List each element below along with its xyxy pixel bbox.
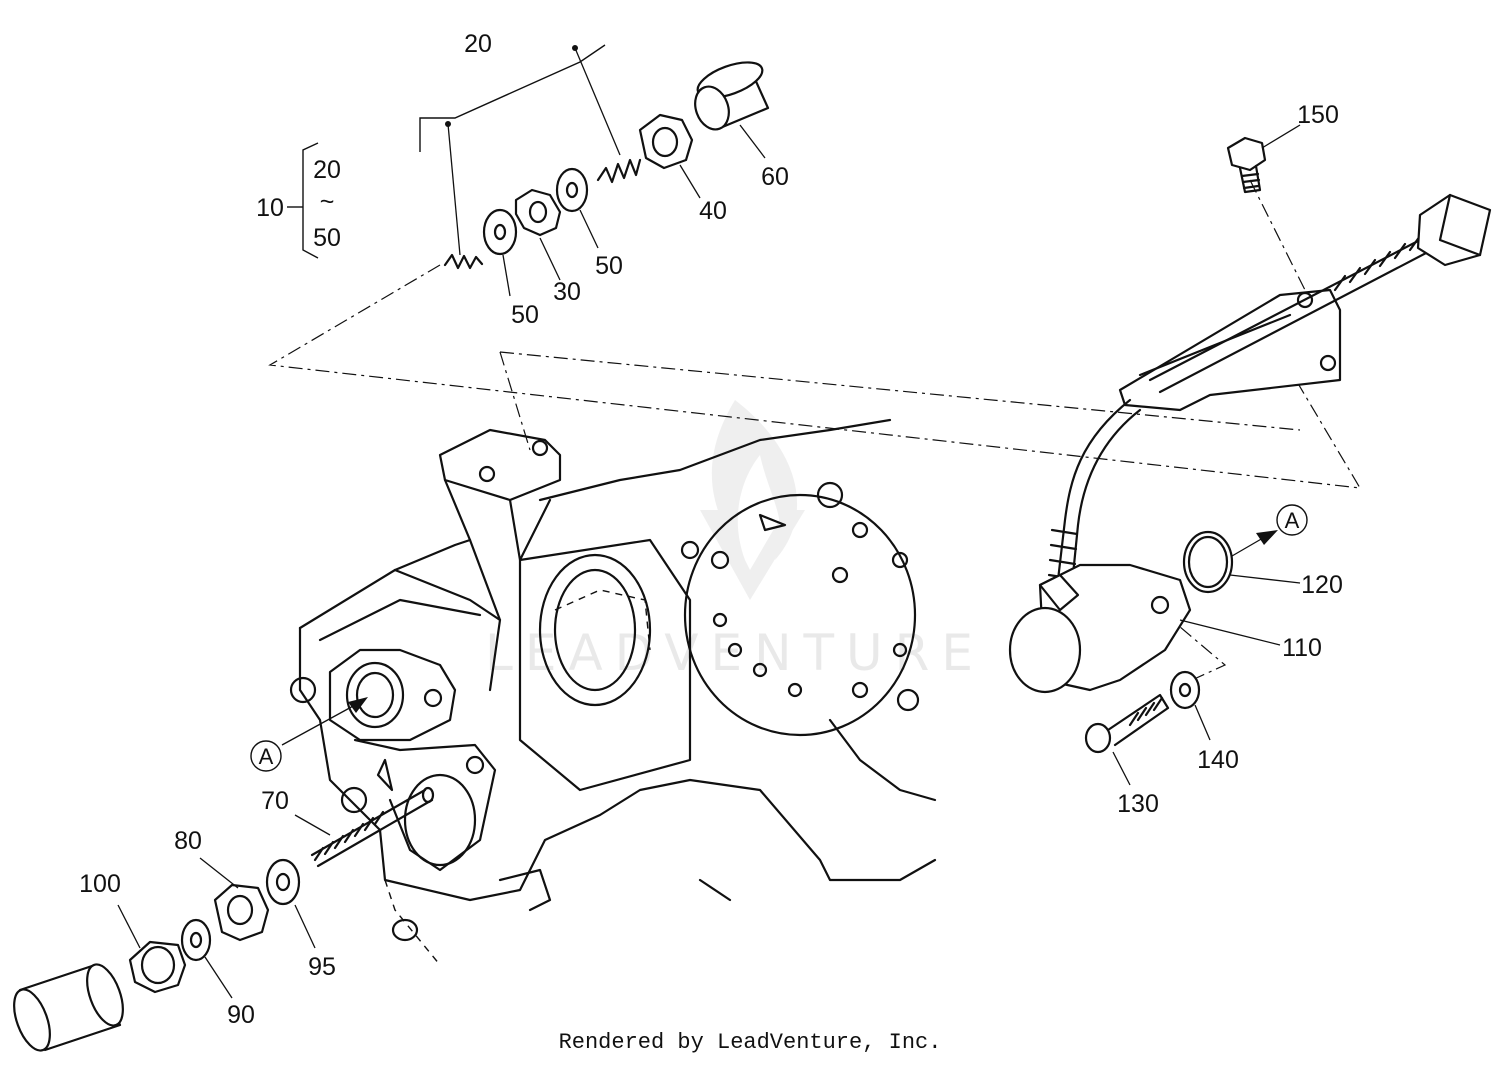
callout-10: 10 <box>256 194 284 222</box>
washer-50-left <box>482 208 518 256</box>
spring-small-top <box>443 253 484 270</box>
callout-range-tilde: ~ <box>320 188 335 216</box>
washer-50-right <box>555 167 589 213</box>
callout-30: 30 <box>553 278 581 306</box>
callout-100: 100 <box>79 870 121 898</box>
callout-70: 70 <box>261 787 289 815</box>
callout-150: 150 <box>1297 101 1339 129</box>
nut-40 <box>638 113 694 170</box>
callout-60: 60 <box>761 163 789 191</box>
callout-20-bracket: 20 <box>464 30 492 58</box>
callout-40: 40 <box>699 197 727 225</box>
washer-90 <box>180 918 212 962</box>
assembly-20-group <box>287 44 621 259</box>
callout-90: 90 <box>227 1001 255 1029</box>
callout-50-left: 50 <box>511 301 539 329</box>
wire-harness <box>1047 234 1430 587</box>
callout-95: 95 <box>308 953 336 981</box>
callout-80: 80 <box>174 827 202 855</box>
callout-50-right: 50 <box>595 252 623 280</box>
sleeve-60 <box>694 61 770 131</box>
callout-120: 120 <box>1301 571 1343 599</box>
bracket-110 <box>1118 288 1342 412</box>
nut-80 <box>213 883 270 942</box>
bolt-150 <box>1226 136 1267 194</box>
reference-a-right: A <box>1231 504 1308 557</box>
bolt-130 <box>1084 693 1170 754</box>
screw-70 <box>310 786 435 868</box>
callout-140: 140 <box>1197 746 1239 774</box>
nut-30 <box>514 188 562 237</box>
spring-40-top <box>596 158 642 184</box>
leader-lines <box>117 124 1301 999</box>
callout-110: 110 <box>1282 634 1322 662</box>
sleeve-100 <box>13 963 124 1052</box>
solenoid-body <box>1008 563 1192 694</box>
reference-a-left-label: A <box>259 744 274 769</box>
cap-nut-100 <box>128 940 187 994</box>
footer-credit: Rendered by LeadVenture, Inc. <box>558 1030 942 1055</box>
callout-50-range: 50 <box>313 224 341 252</box>
engine-block <box>289 418 937 966</box>
watermark-logo: LEADVENTURE <box>485 400 973 682</box>
callout-130: 130 <box>1117 790 1159 818</box>
reference-a-right-label: A <box>1285 508 1300 533</box>
callout-labels: 20 10 20 ~ 50 50 30 50 40 60 70 80 100 9… <box>79 30 1343 1029</box>
o-ring-120 <box>1182 530 1234 594</box>
reference-a-left: A <box>250 697 368 772</box>
connector-plug <box>1416 193 1492 267</box>
washer-140 <box>1169 670 1201 710</box>
alignment-lines <box>268 179 1362 691</box>
callout-20-range: 20 <box>313 156 341 184</box>
washer-95 <box>265 858 301 906</box>
